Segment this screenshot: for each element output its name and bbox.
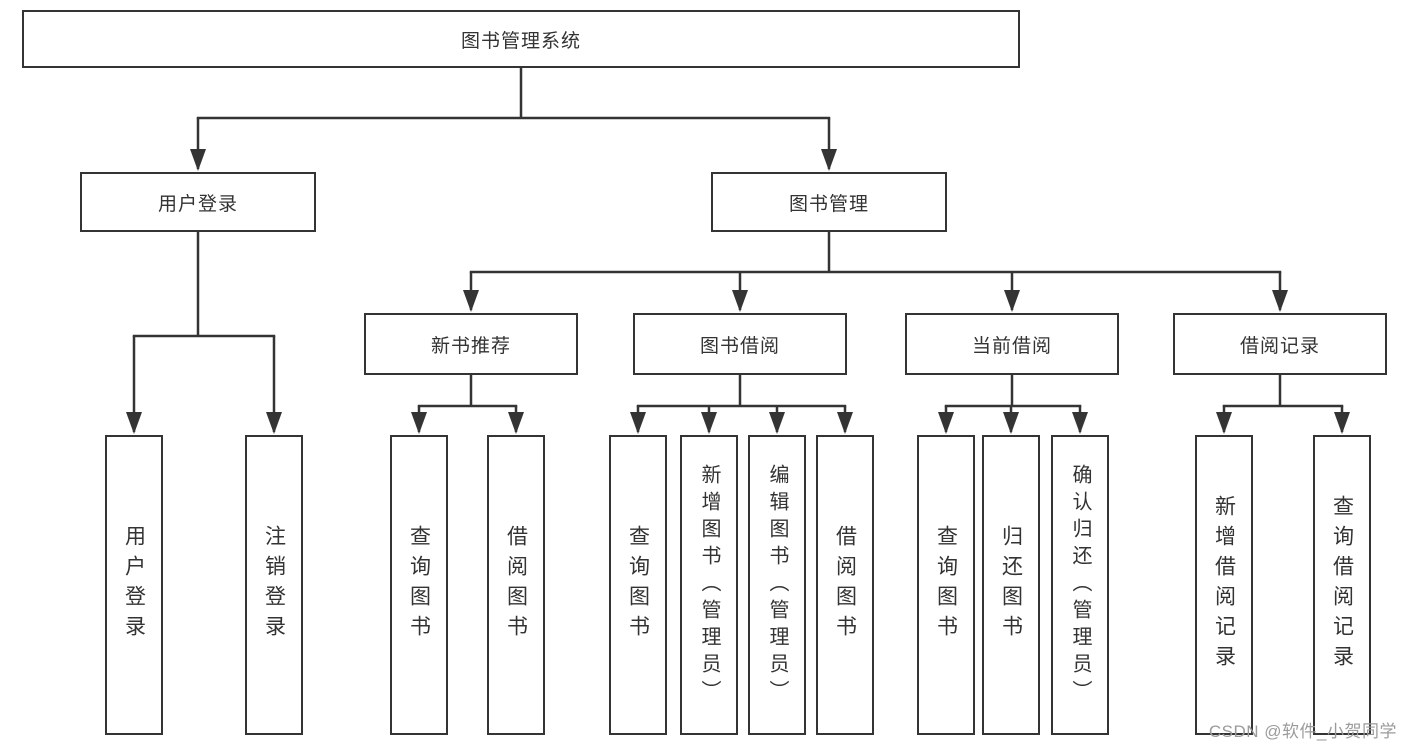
connector-book-management-crossbar <box>469 230 1282 274</box>
connector-new-book-crossbar <box>417 373 518 408</box>
leaf-current-query-books-label: 查询图书 <box>934 525 958 645</box>
node-book-management-label: 图书管理 <box>788 193 869 215</box>
leaf-add-books-admin: 新增图书（管理员） <box>680 435 738 735</box>
leaf-edit-books-admin: 编辑图书（管理员） <box>748 435 806 735</box>
leaf-edit-books-admin-label: 编辑图书（管理员） <box>766 463 788 707</box>
leaf-recommend-query-books: 查询图书 <box>390 435 448 735</box>
leaf-user-login-label: 用户登录 <box>122 525 146 645</box>
leaf-recommend-borrow-books: 借阅图书 <box>487 435 545 735</box>
node-current-borrowing-label: 当前借阅 <box>971 335 1052 357</box>
leaf-logout-label: 注销登录 <box>262 525 286 645</box>
leaf-return-books-label: 归还图书 <box>999 525 1023 645</box>
leaf-query-borrow-record: 查询借阅记录 <box>1313 435 1371 735</box>
connector-user-login-crossbar <box>132 230 276 338</box>
leaf-add-books-admin-label: 新增图书（管理员） <box>698 463 720 707</box>
node-current-borrowing: 当前借阅 <box>905 313 1119 375</box>
leaf-confirm-return-admin: 确认归还（管理员） <box>1051 435 1109 735</box>
node-library-management-system: 图书管理系统 <box>22 10 1020 68</box>
node-new-book-recommendation: 新书推荐 <box>364 313 578 375</box>
node-book-management: 图书管理 <box>711 172 947 232</box>
leaf-current-query-books: 查询图书 <box>917 435 975 735</box>
leaf-add-borrow-record-label: 新增借阅记录 <box>1212 495 1236 675</box>
node-library-management-system-label: 图书管理系统 <box>460 30 581 52</box>
leaf-user-login: 用户登录 <box>105 435 163 735</box>
leaf-confirm-return-admin-label: 确认归还（管理员） <box>1069 463 1091 707</box>
node-borrowing-records-label: 借阅记录 <box>1239 335 1320 357</box>
leaf-recommend-query-books-label: 查询图书 <box>407 525 431 645</box>
node-borrowing-records: 借阅记录 <box>1173 313 1387 375</box>
leaf-query-borrow-record-label: 查询借阅记录 <box>1330 495 1354 675</box>
connector-borrow-record-crossbar <box>1222 373 1344 408</box>
node-user-login: 用户登录 <box>80 172 316 232</box>
connector-root-crossbar <box>196 66 831 120</box>
leaf-logout: 注销登录 <box>245 435 303 735</box>
leaf-borrowing-query-books-label: 查询图书 <box>626 525 650 645</box>
leaf-borrowing-query-books: 查询图书 <box>609 435 667 735</box>
connector-current-borrow-crossbar <box>944 373 1082 408</box>
node-user-login-label: 用户登录 <box>157 193 238 215</box>
leaf-borrowing-borrow-books-label: 借阅图书 <box>833 525 857 645</box>
leaf-return-books: 归还图书 <box>982 435 1040 735</box>
csdn-watermark: CSDN @软件_小贺同学 <box>1208 722 1397 741</box>
leaf-borrowing-borrow-books: 借阅图书 <box>816 435 874 735</box>
leaf-recommend-borrow-books-label: 借阅图书 <box>504 525 528 645</box>
leaf-add-borrow-record: 新增借阅记录 <box>1195 435 1253 735</box>
node-new-book-recommendation-label: 新书推荐 <box>430 335 511 357</box>
node-book-borrowing: 图书借阅 <box>633 313 847 375</box>
connector-book-borrow-crossbar <box>636 373 847 408</box>
node-book-borrowing-label: 图书借阅 <box>699 335 780 357</box>
